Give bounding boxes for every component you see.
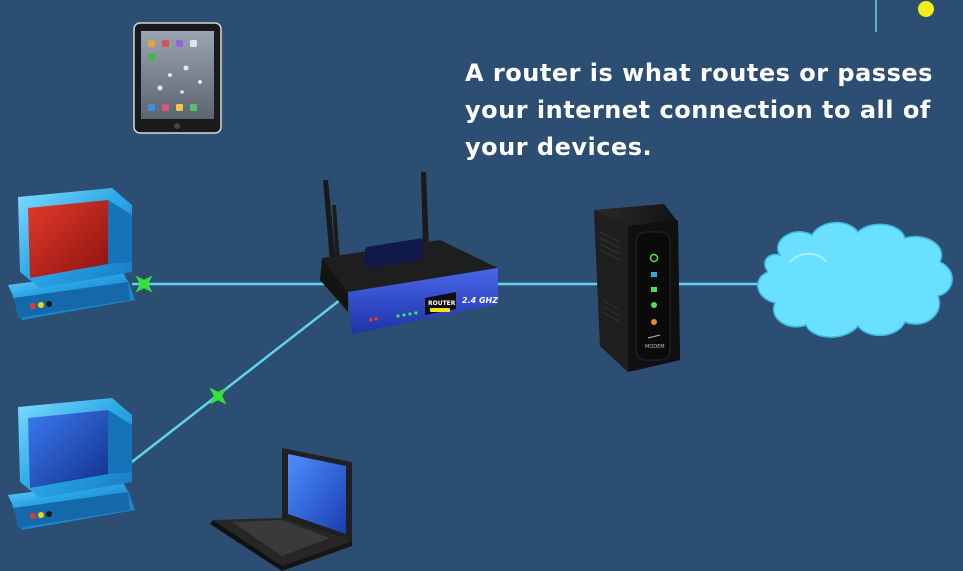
cloud-icon [757, 221, 953, 338]
tablet-icon [133, 22, 222, 134]
modem-icon: MODEM [594, 204, 680, 372]
link-desktop-bottom-router [127, 299, 341, 466]
wireless-marker-icon [209, 387, 227, 405]
connection-lines [127, 282, 760, 466]
desktop-computer-icon [8, 398, 135, 530]
router-band-label: 2.4 GHZ [462, 296, 498, 305]
caption-text: A router is what routes or passes your i… [465, 59, 933, 161]
router-label: ROUTER [428, 300, 456, 307]
laptop-icon [210, 448, 352, 571]
modem-label: MODEM [645, 344, 665, 350]
indicator-dot [918, 1, 934, 17]
wireless-marker-icon [135, 275, 153, 293]
desktop-computer-icon [8, 188, 135, 320]
router-icon: ROUTER 2.4 GHZ [320, 172, 498, 334]
